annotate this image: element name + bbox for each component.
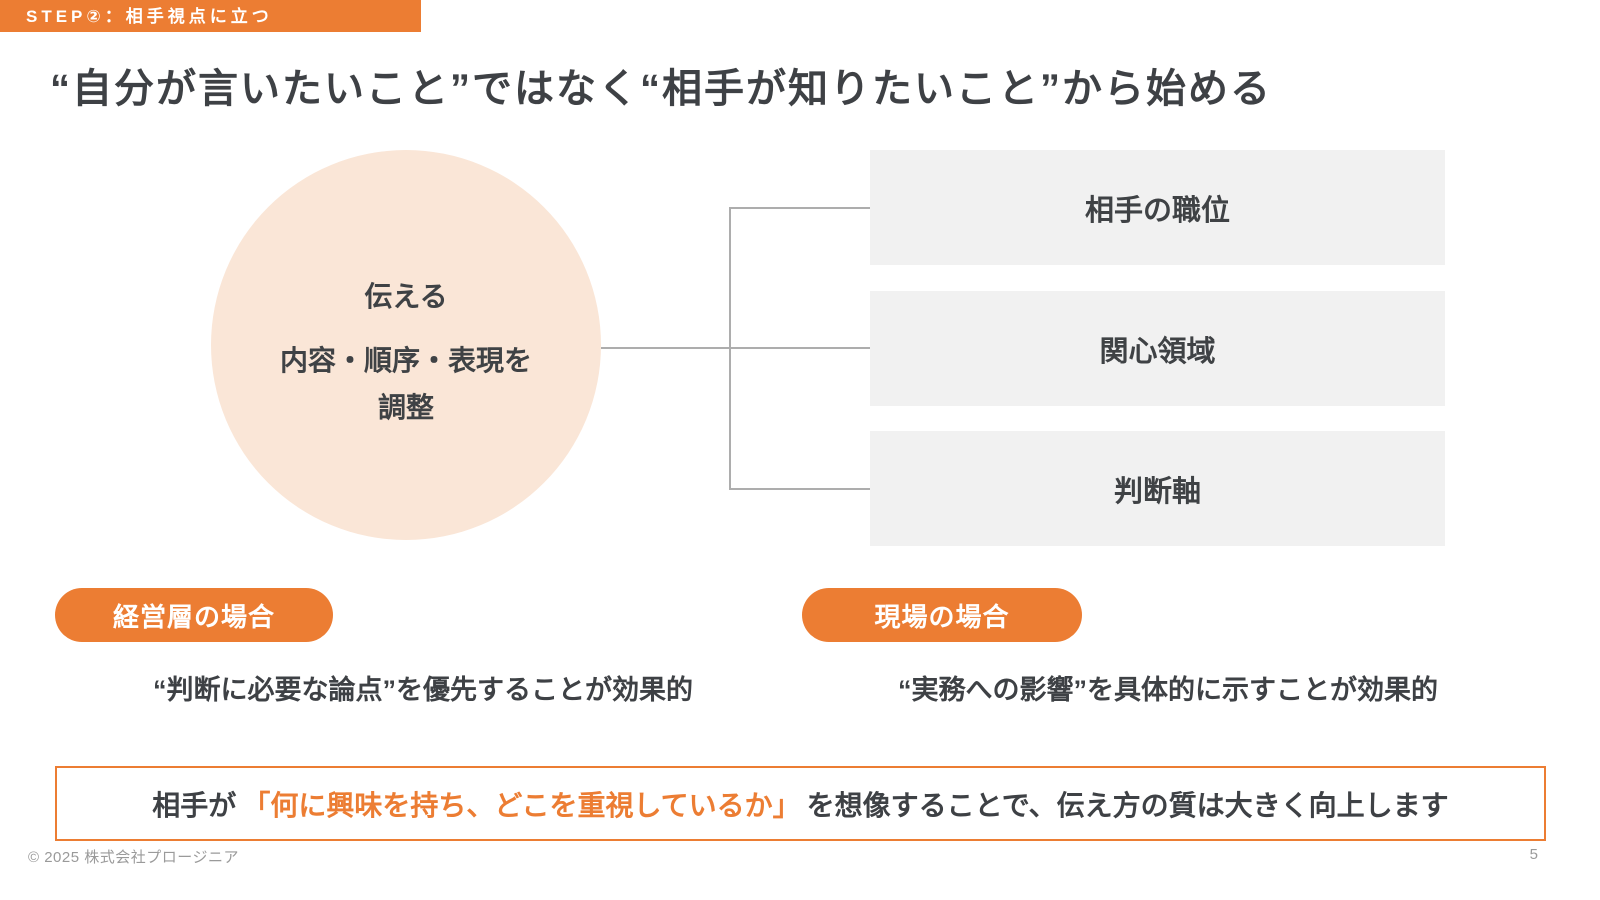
attribute-box-position: 相手の職位 [870,150,1445,265]
callout-suffix: を想像することで、伝え方の質は大きく向上します [806,789,1449,821]
circle-sub-line1: 内容・順序・表現を [279,345,532,376]
attribute-box-interest-label: 関心領域 [1099,335,1216,368]
circle-heading: 伝える [364,281,448,312]
connector-bottom-branch-line [729,488,870,490]
focus-circle-text: 伝える 内容・順序・表現を 調整 [211,275,601,431]
connector-vertical-line [729,207,731,490]
callout-prefix: 相手が [152,789,237,821]
connector-main-line [601,347,871,349]
footer-copyright: © 2025 株式会社プロージニア [28,849,239,866]
attribute-box-position-label: 相手の職位 [1084,194,1230,227]
case-description-executive: “判断に必要な論点”を優先することが効果的 [153,675,693,705]
step-tag: STEP②：相手視点に立つ [0,0,421,32]
page-number: 5 [1529,846,1538,863]
attribute-box-judgment: 判断軸 [870,431,1445,546]
case-badge-executive-label: 経営層の場合 [112,601,275,632]
callout-box: 相手が「何に興味を持ち、どこを重視しているか」を想像することで、伝え方の質は大き… [55,766,1546,841]
focus-circle: 伝える 内容・順序・表現を 調整 [211,150,601,540]
attribute-box-judgment-label: 判断軸 [1113,475,1201,508]
case-badge-field-label: 現場の場合 [874,601,1010,632]
case-badge-field: 現場の場合 [802,588,1082,642]
slide-title: “自分が言いたいこと”ではなく“相手が知りたいこと”から始める [50,67,1272,111]
attribute-box-interest: 関心領域 [870,291,1445,406]
circle-sub-line2: 調整 [377,392,434,423]
case-description-field: “実務への影響”を具体的に示すことが効果的 [898,675,1438,705]
case-badge-executive: 経営層の場合 [55,588,333,642]
connector-top-branch-line [729,207,870,209]
callout-highlight: 「何に興味を持ち、どこを重視しているか」 [242,789,801,821]
